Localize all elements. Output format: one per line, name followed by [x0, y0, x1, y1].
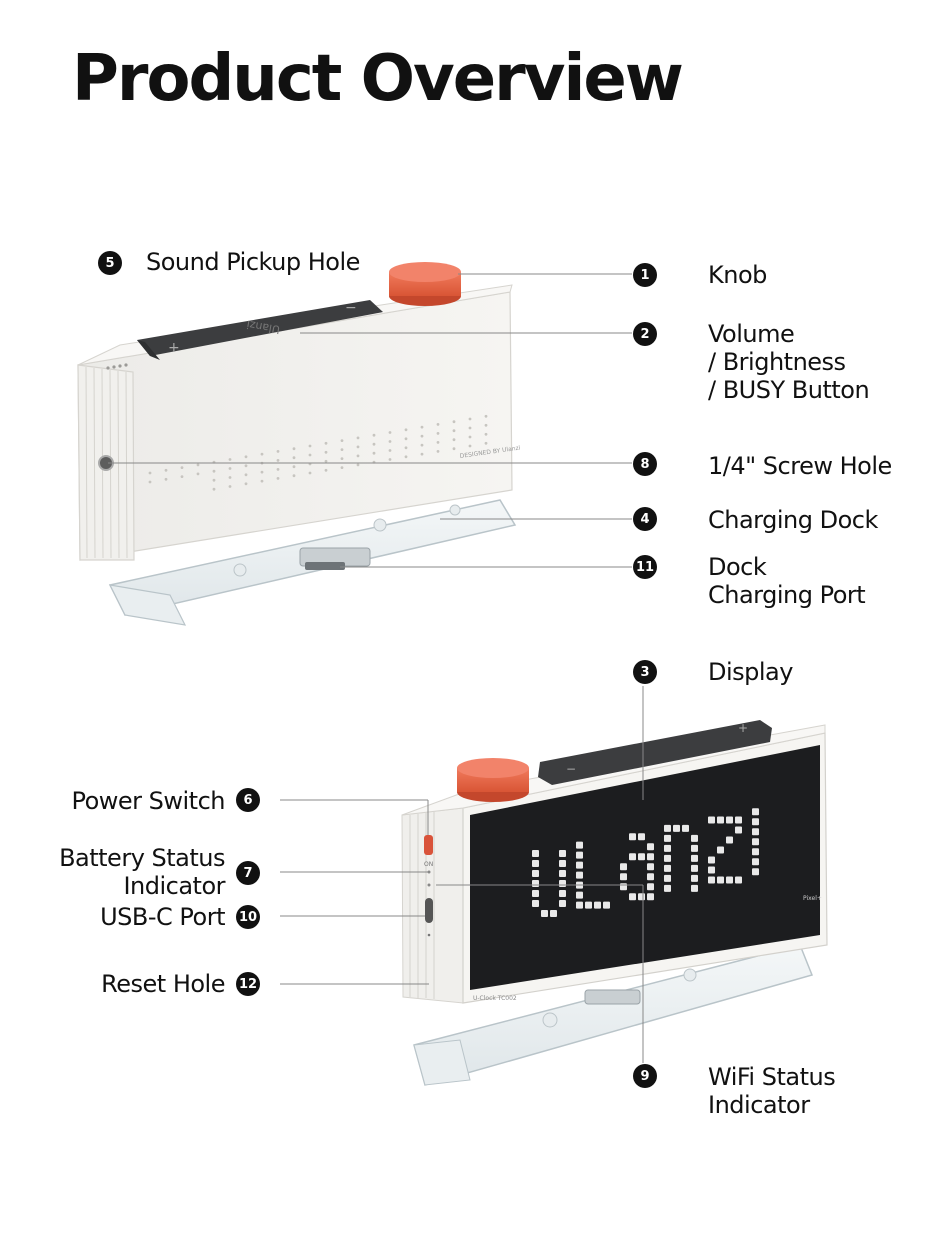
- top-charging-dock: [108, 499, 517, 626]
- svg-text:Ulanzi: Ulanzi: [246, 318, 281, 337]
- callout-number-8: 8: [633, 452, 657, 476]
- callout-number-1: 1: [633, 263, 657, 287]
- callout-number-6: 6: [236, 788, 260, 812]
- label-power-switch: Power Switch: [71, 787, 225, 815]
- callout-number-5: 5: [98, 251, 122, 275]
- display-screen: [470, 745, 820, 990]
- label-screw-hole: 1/4" Screw Hole: [708, 452, 892, 480]
- top-device: + − Ulanzi DESIGNED BY Ulanzi: [77, 262, 521, 626]
- callout-number-9: 9: [633, 1064, 657, 1088]
- svg-text:ON: ON: [424, 861, 433, 868]
- label-reset-hole: Reset Hole: [101, 970, 225, 998]
- bottom-knob: [457, 758, 529, 802]
- page-title: Product Overview: [72, 42, 684, 116]
- bottom-button-bar: − +: [538, 720, 772, 785]
- top-knob: [389, 262, 461, 306]
- label-usb-c-port: USB-C Port: [100, 903, 225, 931]
- callout-number-7: 7: [236, 861, 260, 885]
- callout-number-3: 3: [633, 660, 657, 684]
- svg-text:+: +: [738, 721, 748, 735]
- label-sound-pickup-hole: Sound Pickup Hole: [146, 248, 360, 276]
- usb-c-port-shape: [425, 898, 433, 923]
- power-switch-shape: [424, 835, 433, 855]
- label-knob: Knob: [708, 261, 767, 289]
- callout-number-4: 4: [633, 507, 657, 531]
- svg-text:U-Clock TC002: U-Clock TC002: [473, 995, 517, 1002]
- label-volume-brightness-busy: Volume/ Brightness/ BUSY Button: [708, 320, 870, 404]
- svg-text:−: −: [566, 762, 576, 776]
- svg-text:−: −: [345, 300, 357, 316]
- callout-number-2: 2: [633, 322, 657, 346]
- callout-number-12: 12: [236, 972, 260, 996]
- callout-number-11: 11: [633, 555, 657, 579]
- top-button-bar: + − Ulanzi: [137, 300, 383, 360]
- svg-text:+: +: [168, 340, 180, 356]
- svg-text:Pixel+: Pixel+: [803, 895, 822, 902]
- callout-number-10: 10: [236, 905, 260, 929]
- label-display: Display: [708, 658, 793, 686]
- bottom-device: ON − + U-Clock TC002 Pixel+: [401, 720, 828, 1086]
- label-charging-dock: Charging Dock: [708, 506, 878, 534]
- bottom-charging-dock: [413, 944, 814, 1086]
